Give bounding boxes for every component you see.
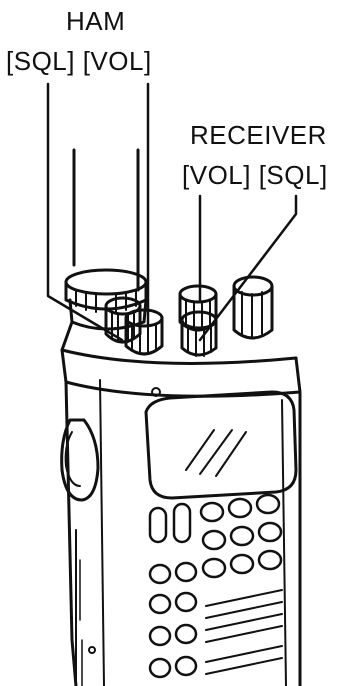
keypad <box>150 495 282 677</box>
display-window <box>146 392 296 498</box>
